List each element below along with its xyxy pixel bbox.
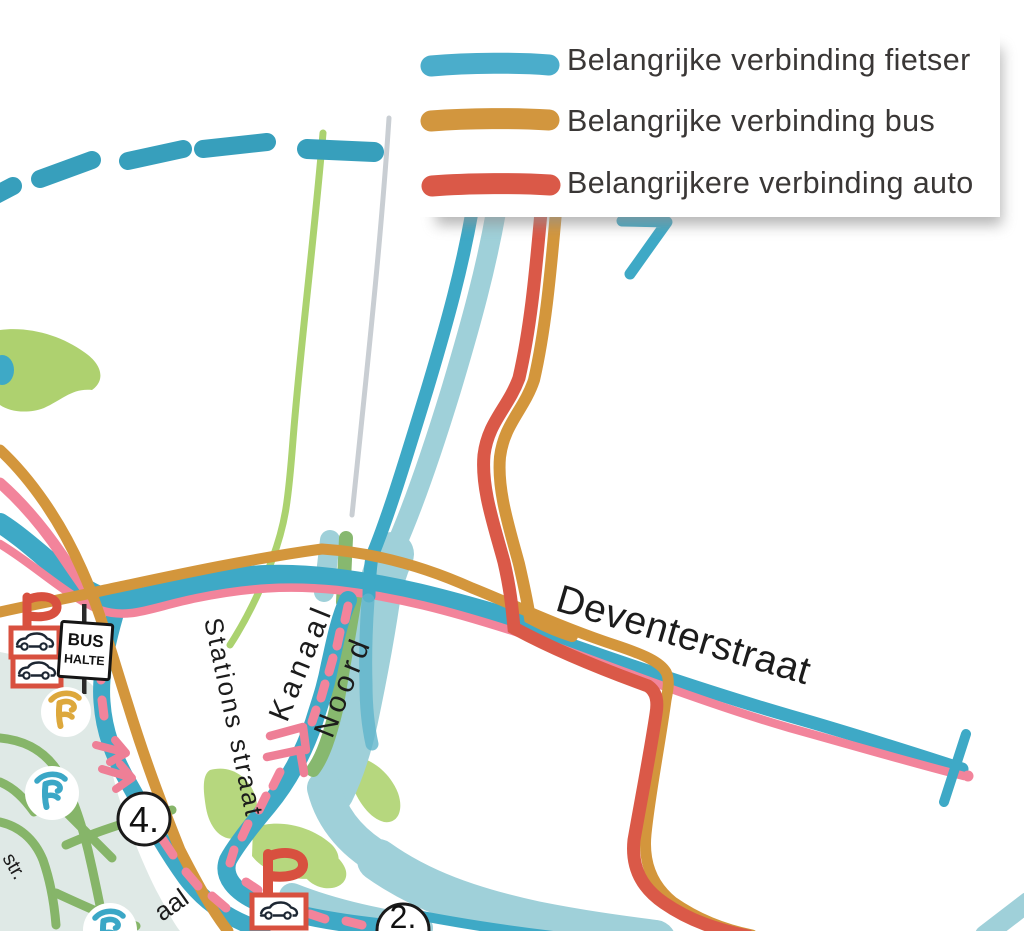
svg-text:HALTE: HALTE xyxy=(63,652,105,669)
svg-text:4.: 4. xyxy=(129,799,159,840)
svg-text:2.: 2. xyxy=(390,899,417,931)
svg-text:Belangrijke verbinding fietser: Belangrijke verbinding fietser xyxy=(567,43,971,77)
svg-text:BUS: BUS xyxy=(67,630,104,651)
svg-text:Belangrijkere verbinding auto: Belangrijkere verbinding auto xyxy=(567,166,974,200)
svg-text:Belangrijke verbinding bus: Belangrijke verbinding bus xyxy=(567,104,935,138)
